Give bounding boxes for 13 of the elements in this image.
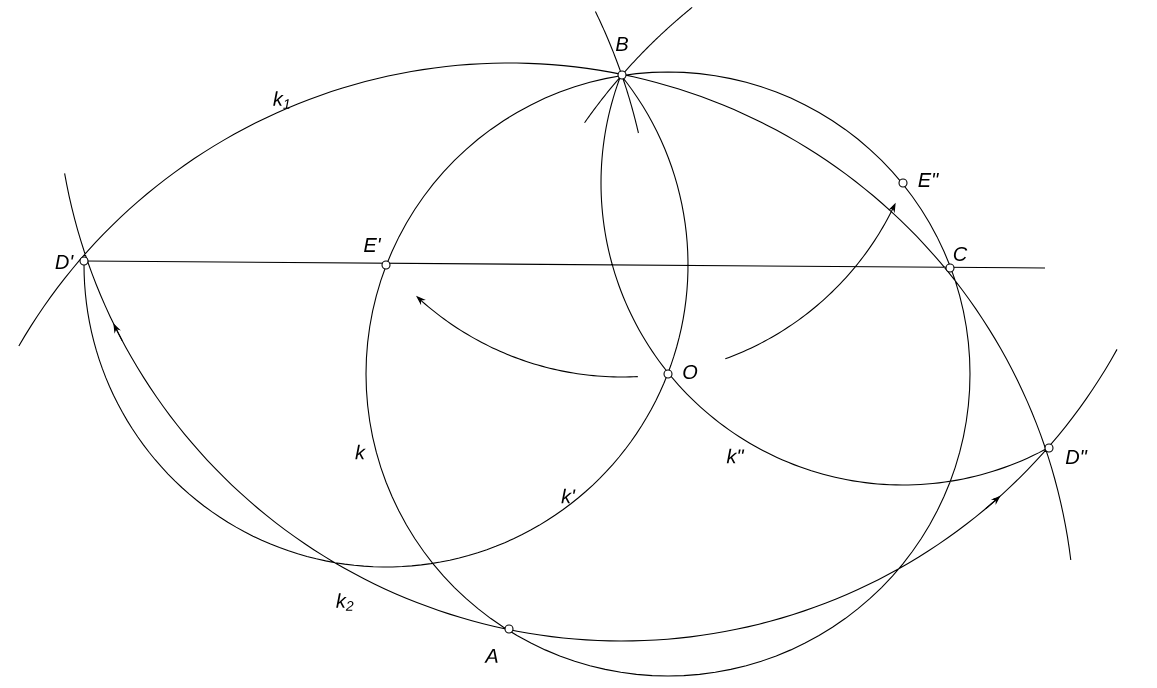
curve-label: k$_{2}$ xyxy=(336,593,354,611)
point-label: E" xyxy=(918,173,939,187)
point-label: C xyxy=(953,246,968,262)
curve-label: k xyxy=(355,444,366,460)
point-label: E' xyxy=(364,238,382,252)
point-label: B xyxy=(615,37,628,51)
point-label: D' xyxy=(55,255,74,269)
point-label: O xyxy=(683,364,698,380)
point-label: D" xyxy=(1065,450,1088,464)
point-label: A xyxy=(484,649,498,663)
curve-label: k$_{1}$ xyxy=(273,91,290,109)
curve-label: k" xyxy=(726,448,745,464)
curve-label: k' xyxy=(561,488,576,504)
